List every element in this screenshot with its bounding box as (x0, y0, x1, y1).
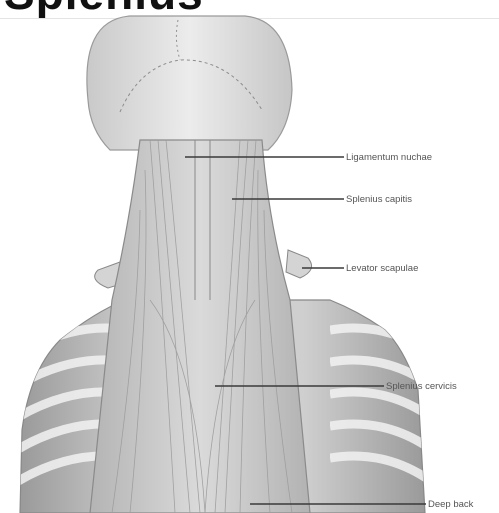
label-splenius-cervicis: Splenius cervicis (386, 381, 457, 392)
label-deep-back: Deep back (428, 499, 474, 510)
label-splenius-capitis: Splenius capitis (346, 194, 412, 205)
label-levator-scapulae: Levator scapulae (346, 263, 418, 274)
label-ligamentum-nuchae: Ligamentum nuchae (346, 152, 432, 163)
splenius-muscles (90, 140, 310, 513)
skull (87, 16, 292, 150)
